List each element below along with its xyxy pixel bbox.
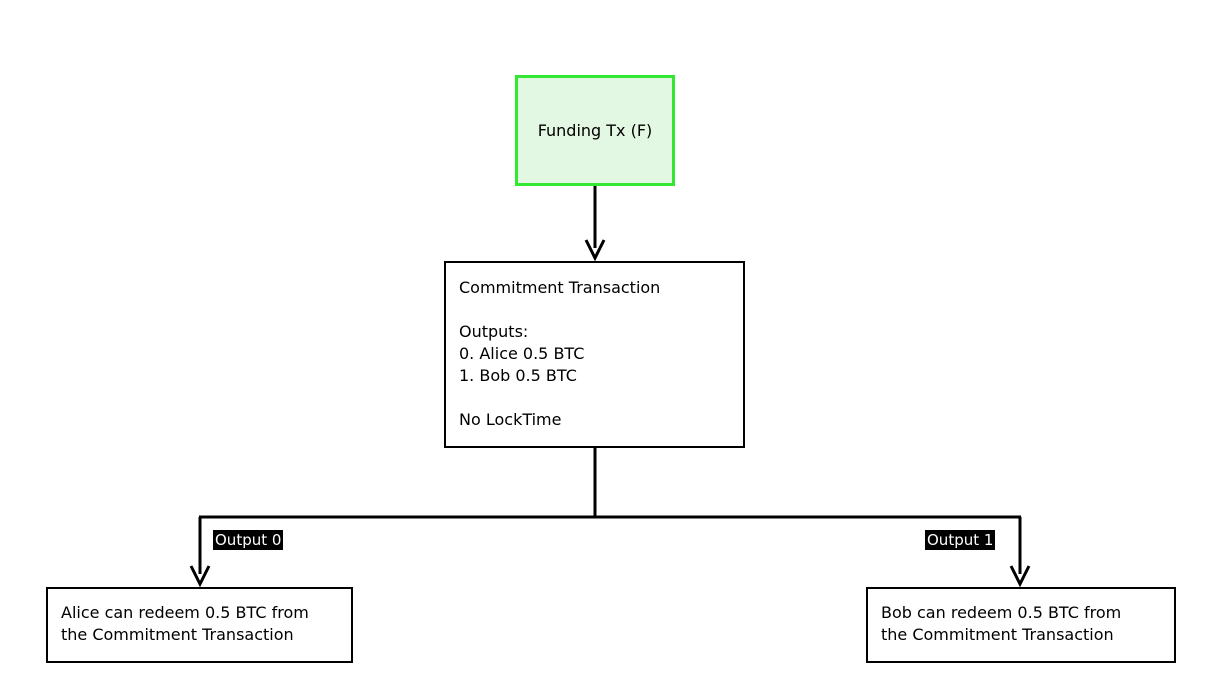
edge-commitment-to-bob — [1009, 517, 1031, 588]
node-bob-redeem: Bob can redeem 0.5 BTC from the Commitme… — [866, 587, 1176, 663]
edge-label-output-1: Output 1 — [925, 530, 996, 550]
commitment-outputs-header: Outputs: — [459, 322, 529, 341]
commitment-spacer — [459, 299, 743, 321]
bob-redeem-line-1: Bob can redeem 0.5 BTC from — [881, 603, 1122, 622]
node-funding-tx: Funding Tx (F) — [515, 75, 675, 186]
commitment-spacer — [459, 387, 743, 409]
node-commitment-transaction: Commitment Transaction Outputs: 0. Alice… — [444, 261, 745, 448]
commitment-title: Commitment Transaction — [459, 278, 661, 297]
edge-funding-to-commitment — [584, 186, 606, 262]
commitment-locktime: No LockTime — [459, 410, 562, 429]
commitment-output-0: 0. Alice 0.5 BTC — [459, 344, 585, 363]
bob-redeem-line-2: the Commitment Transaction — [881, 625, 1114, 644]
edge-commitment-to-alice — [189, 517, 211, 588]
alice-redeem-line-1: Alice can redeem 0.5 BTC from — [61, 603, 309, 622]
edge-commitment-to-alice-arrowhead — [189, 565, 211, 588]
edge-commitment-to-bob-arrowhead — [1009, 565, 1031, 588]
edge-label-output-0: Output 0 — [213, 530, 284, 550]
edge-commitment-trunk — [199, 448, 1021, 519]
edge-funding-to-commitment-arrowhead — [584, 239, 606, 262]
commitment-output-1: 1. Bob 0.5 BTC — [459, 366, 577, 385]
alice-redeem-line-2: the Commitment Transaction — [61, 625, 294, 644]
node-funding-tx-label: Funding Tx (F) — [537, 120, 653, 140]
node-alice-redeem: Alice can redeem 0.5 BTC from the Commit… — [46, 587, 353, 663]
